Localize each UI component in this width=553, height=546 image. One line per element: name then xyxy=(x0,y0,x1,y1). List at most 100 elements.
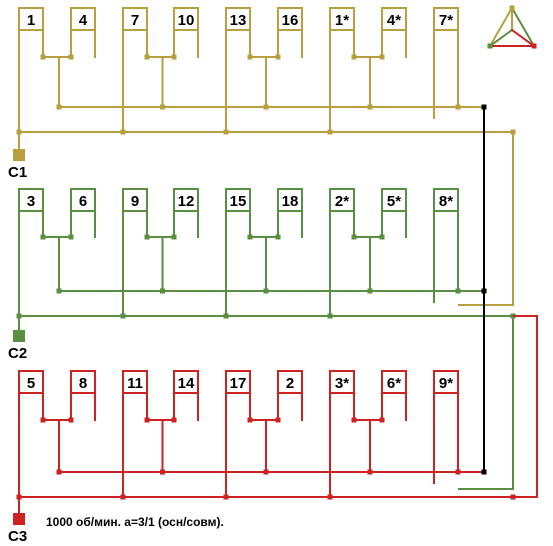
junction-dot xyxy=(144,417,150,423)
star-icon-node xyxy=(531,43,537,49)
coil-c1-9: 7* xyxy=(433,7,459,58)
junction-dot xyxy=(120,313,126,319)
junction-dot xyxy=(68,54,74,60)
coil-c2-8: 5* xyxy=(381,188,407,238)
coil-box xyxy=(381,370,407,394)
junction-dot xyxy=(120,129,126,135)
coil-box xyxy=(70,370,96,394)
coil-c3-7: 3* xyxy=(329,370,355,421)
junction-dot xyxy=(247,417,253,423)
star-connection-icon xyxy=(487,5,537,49)
junction-dot xyxy=(379,54,385,60)
junction-dot xyxy=(68,417,74,423)
coil-c1-7: 1* xyxy=(329,7,355,58)
coil-label: 6* xyxy=(387,375,401,392)
terminal-label-c1: C1 xyxy=(8,164,27,181)
coil-label: 2 xyxy=(286,375,294,392)
coil-label: 6 xyxy=(79,193,87,210)
coil-label: 4 xyxy=(79,12,88,29)
junction-dot xyxy=(171,54,177,60)
star-icon-center-c xyxy=(510,28,536,48)
coil-box xyxy=(70,7,96,31)
coil-c2-2: 6 xyxy=(70,188,96,238)
coil-c1-4: 10 xyxy=(173,7,199,58)
coil-c2-1: 3 xyxy=(18,188,44,238)
coil-box xyxy=(329,188,355,212)
coil-label: 3 xyxy=(27,193,35,210)
junction-dot xyxy=(327,129,333,135)
coil-label: 17 xyxy=(230,375,247,392)
coil-label: 7* xyxy=(439,12,453,29)
star-icon-arm-a xyxy=(489,7,513,47)
coil-box xyxy=(433,7,459,31)
coil-box xyxy=(18,370,44,394)
coil-box xyxy=(225,188,251,212)
junction-dot xyxy=(247,54,253,60)
coil-box xyxy=(329,370,355,394)
coil-c3-8: 6* xyxy=(381,370,407,421)
neutral-dot-c2 xyxy=(481,288,487,294)
coil-box xyxy=(225,7,251,31)
coil-box xyxy=(225,370,251,394)
coil-c2-4: 12 xyxy=(173,188,199,238)
coil-c3-3: 11 xyxy=(122,370,148,421)
terminal-label-c2: C2 xyxy=(8,345,27,362)
coil-box xyxy=(173,188,199,212)
coil-c3-2: 8 xyxy=(70,370,96,421)
terminal-c1 xyxy=(13,149,25,161)
c3-return-line xyxy=(513,315,538,498)
coil-box xyxy=(277,7,303,31)
junction-dot xyxy=(223,129,229,135)
junction-dot xyxy=(120,494,126,500)
coil-label: 10 xyxy=(178,12,195,29)
star-icon-node xyxy=(487,43,493,49)
junction-dot xyxy=(171,234,177,240)
junction-dot xyxy=(351,234,357,240)
junction-dot xyxy=(144,54,150,60)
coil-label: 12 xyxy=(178,193,195,210)
coil-box xyxy=(173,370,199,394)
junction-dot xyxy=(351,417,357,423)
coil-box xyxy=(329,7,355,31)
coil-label: 3* xyxy=(335,375,349,392)
coil-c2-3: 9 xyxy=(122,188,148,238)
junction-dot xyxy=(144,234,150,240)
junction-dot xyxy=(223,313,229,319)
neutral-dot-c3 xyxy=(481,469,487,475)
coil-c2-9: 8* xyxy=(433,188,459,238)
terminal-c3 xyxy=(13,513,25,525)
coil-box xyxy=(433,188,459,212)
star-icon-arm-b xyxy=(511,7,535,47)
coil-box xyxy=(18,188,44,212)
coil-label: 11 xyxy=(127,375,143,392)
junction-dot xyxy=(171,417,177,423)
coil-c1-5: 13 xyxy=(225,7,251,58)
last-coil-lead xyxy=(457,420,484,473)
coil-c2-5: 15 xyxy=(225,188,251,238)
coil-label: 15 xyxy=(230,193,247,210)
junction-dot xyxy=(379,234,385,240)
junction-dot xyxy=(223,494,229,500)
coil-c1-2: 4 xyxy=(70,7,96,58)
coil-box xyxy=(381,7,407,31)
coil-label: 7 xyxy=(131,12,139,29)
caption-text: 1000 об/мин. a=3/1 (осн/совм). xyxy=(46,515,224,529)
coil-c3-5: 17 xyxy=(225,370,251,421)
coil-c3-9: 9* xyxy=(433,370,459,421)
coil-c3-1: 5 xyxy=(18,370,44,421)
junction-dot xyxy=(455,288,461,294)
terminal-c2 xyxy=(13,330,25,342)
coil-label: 18 xyxy=(282,193,299,210)
coil-box xyxy=(173,7,199,31)
junction-dot xyxy=(275,417,281,423)
terminal-label-c3: C3 xyxy=(8,528,27,545)
coil-box xyxy=(122,7,148,31)
coil-label: 9 xyxy=(131,193,139,210)
junction-dot xyxy=(327,313,333,319)
coil-c1-8: 4* xyxy=(381,7,407,58)
junction-dot xyxy=(40,234,46,240)
junction-dot xyxy=(351,54,357,60)
